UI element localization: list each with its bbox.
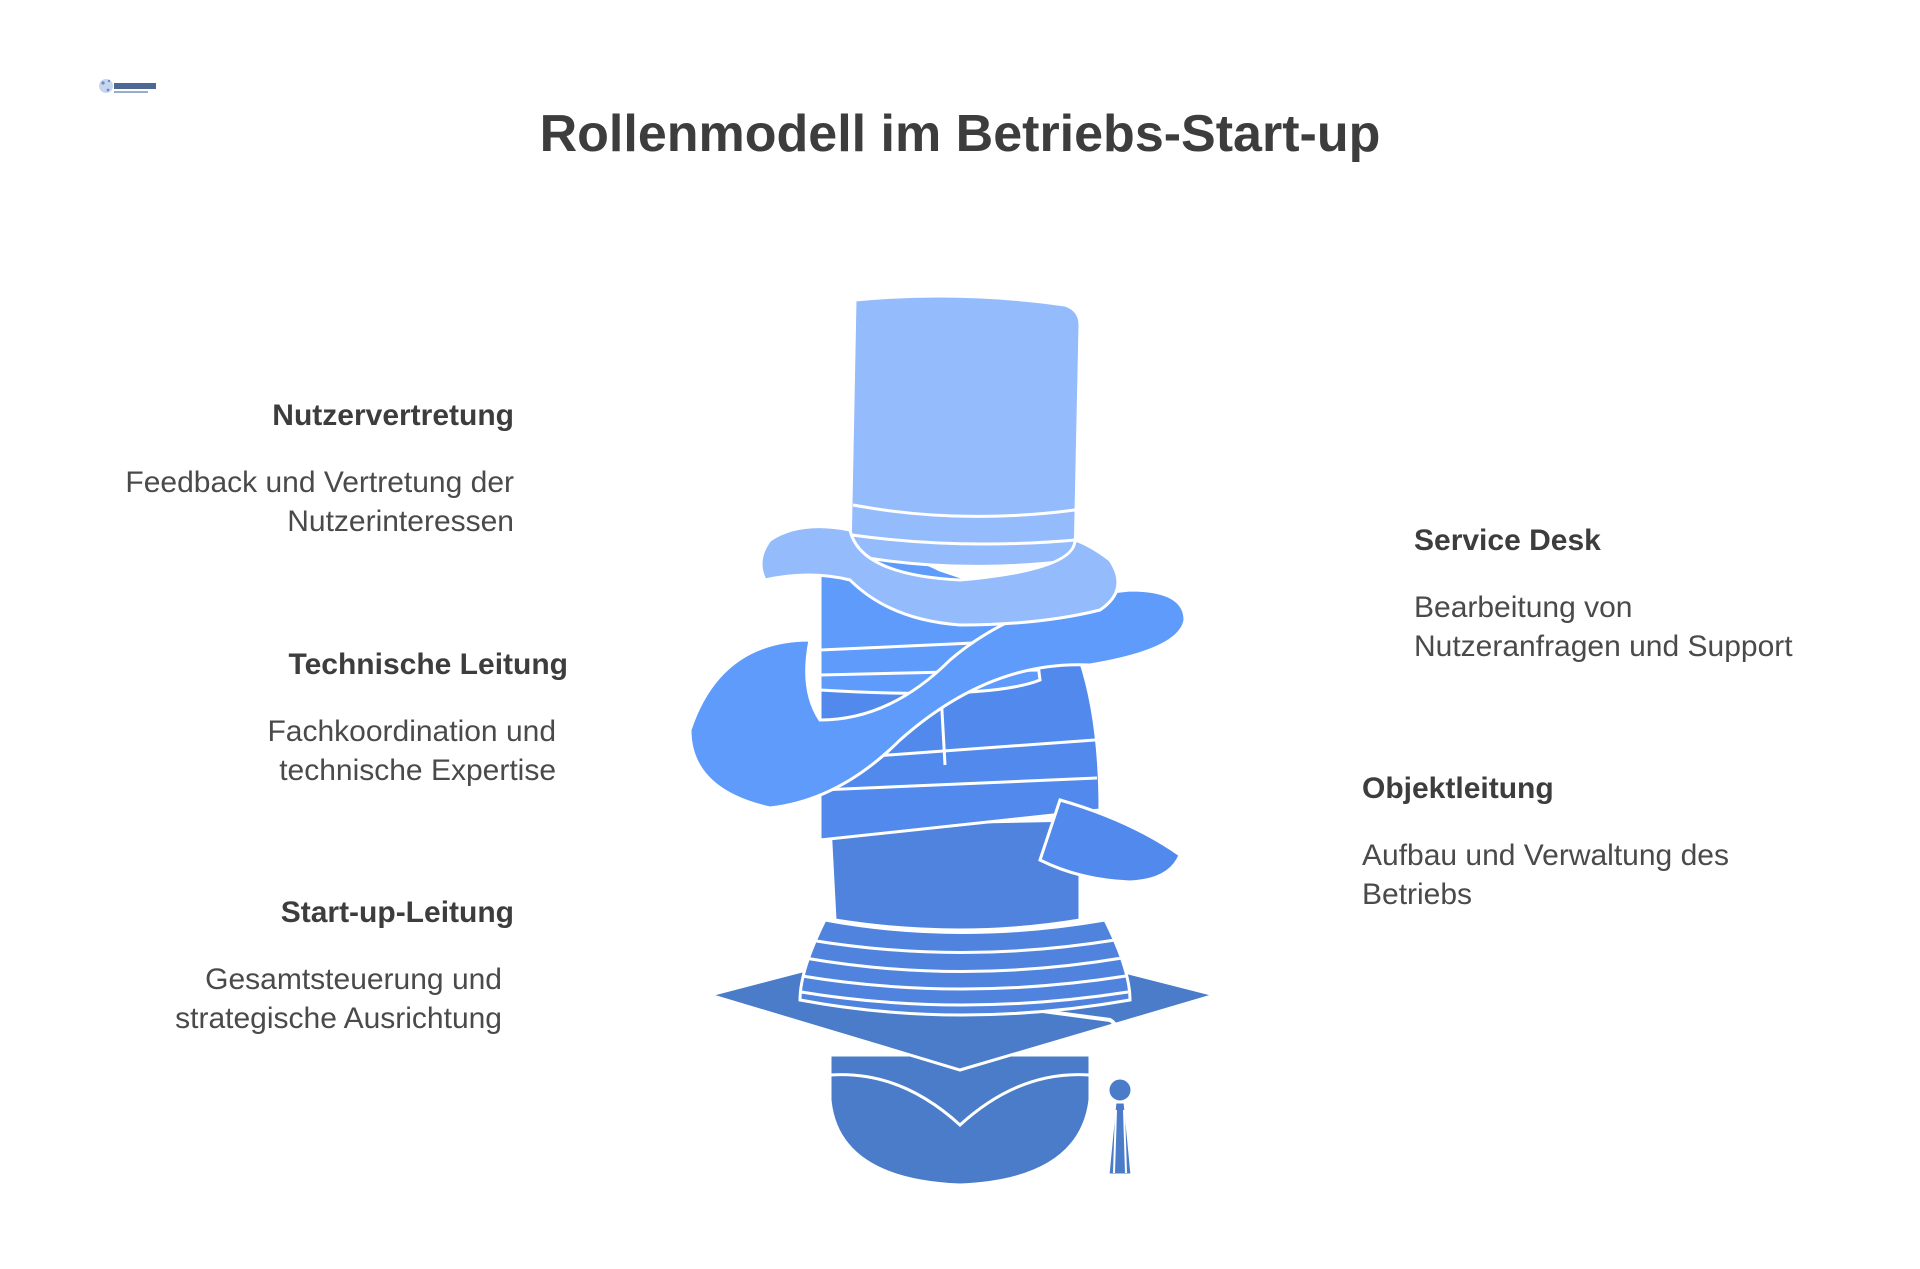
desc-line: Bearbeitung von [1414,591,1633,624]
role-heading: Objektleitung [1362,772,1554,805]
desc-line: technische Expertise [279,754,556,787]
role-nutzervertretung: Nutzervertretung Feedback und Vertretung… [34,399,514,541]
role-technische-leitung: Technische Leitung Fachkoordination und t… [88,648,568,790]
role-heading: Technische Leitung [288,648,568,681]
role-description: Gesamtsteuerung und strategische Ausricht… [34,960,502,1038]
desc-line: Betriebs [1362,878,1473,911]
bucket-hat-icon [798,818,1132,1017]
desc-line: Nutzeranfragen und Support [1414,630,1793,663]
role-heading: Nutzervertretung [272,399,514,432]
page-title: Rollenmodell im Betriebs-Start-up [539,105,1381,163]
desc-line: Aufbau und Verwaltung des [1362,839,1729,872]
logo-icon [99,79,156,93]
role-start-up-leitung: Start-up-Leitung Gesamtsteuerung und stra… [34,896,514,1038]
desc-line: Gesamtsteuerung und [205,963,502,996]
desc-line: Nutzerinteressen [287,505,514,538]
role-heading: Service Desk [1414,524,1601,557]
desc-line: Fachkoordination und [267,715,556,748]
role-heading: Start-up-Leitung [280,896,514,929]
desc-line: Feedback und Vertretung der [125,466,514,499]
top-hat-icon [759,294,1120,627]
desc-line: strategische Ausrichtung [175,1002,502,1035]
role-description: Fachkoordination und technische Expertise [88,712,556,790]
hat-stack-illustration [688,294,1221,1187]
